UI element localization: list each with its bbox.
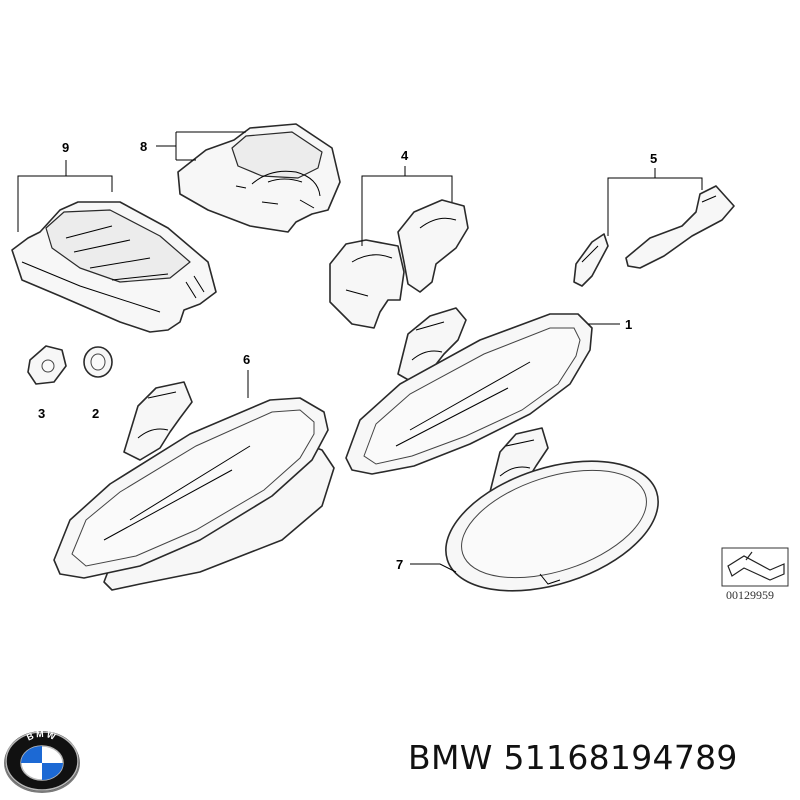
svg-text:BMW: BMW (25, 729, 59, 743)
logo-text: BMW (25, 729, 57, 743)
callout-2-label: 2 (92, 406, 99, 421)
part-1-mirror (345, 307, 593, 475)
callout-4-label: 4 (401, 148, 409, 163)
part-3-nut: 3 (27, 345, 67, 421)
callout-8: 8 (140, 131, 246, 161)
caption-part-number: 51168194789 (503, 738, 738, 777)
part-2-washer: 2 (83, 346, 113, 421)
callout-5: 5 (607, 151, 703, 236)
callout-9: 9 (17, 140, 113, 232)
part-8-upper-cover (177, 123, 341, 233)
callout-6: 6 (243, 352, 250, 398)
caption: BMW 51168194789 (408, 738, 738, 777)
callout-5-label: 5 (650, 151, 657, 166)
bmw-logo: BMW (4, 729, 80, 793)
callout-3-label: 3 (38, 406, 45, 421)
drawing-code-label: 00129959 (726, 588, 774, 602)
callout-8-label: 8 (140, 139, 147, 154)
part-4-bracket (329, 199, 469, 329)
callout-9-label: 9 (62, 140, 69, 155)
part-6-mirror (53, 381, 335, 591)
caption-brand: BMW (408, 738, 493, 777)
part-5-trim (573, 185, 735, 287)
callout-7: 7 (396, 557, 457, 573)
callout-1: 1 (588, 317, 632, 332)
part-7-mirror (445, 427, 659, 592)
drawing-code-stamp: 00129959 (721, 547, 789, 602)
part-9-lower-cover (11, 201, 217, 333)
callout-1-label: 1 (625, 317, 632, 332)
callout-4: 4 (361, 148, 453, 246)
callout-7-label: 7 (396, 557, 403, 572)
callout-6-label: 6 (243, 352, 250, 367)
